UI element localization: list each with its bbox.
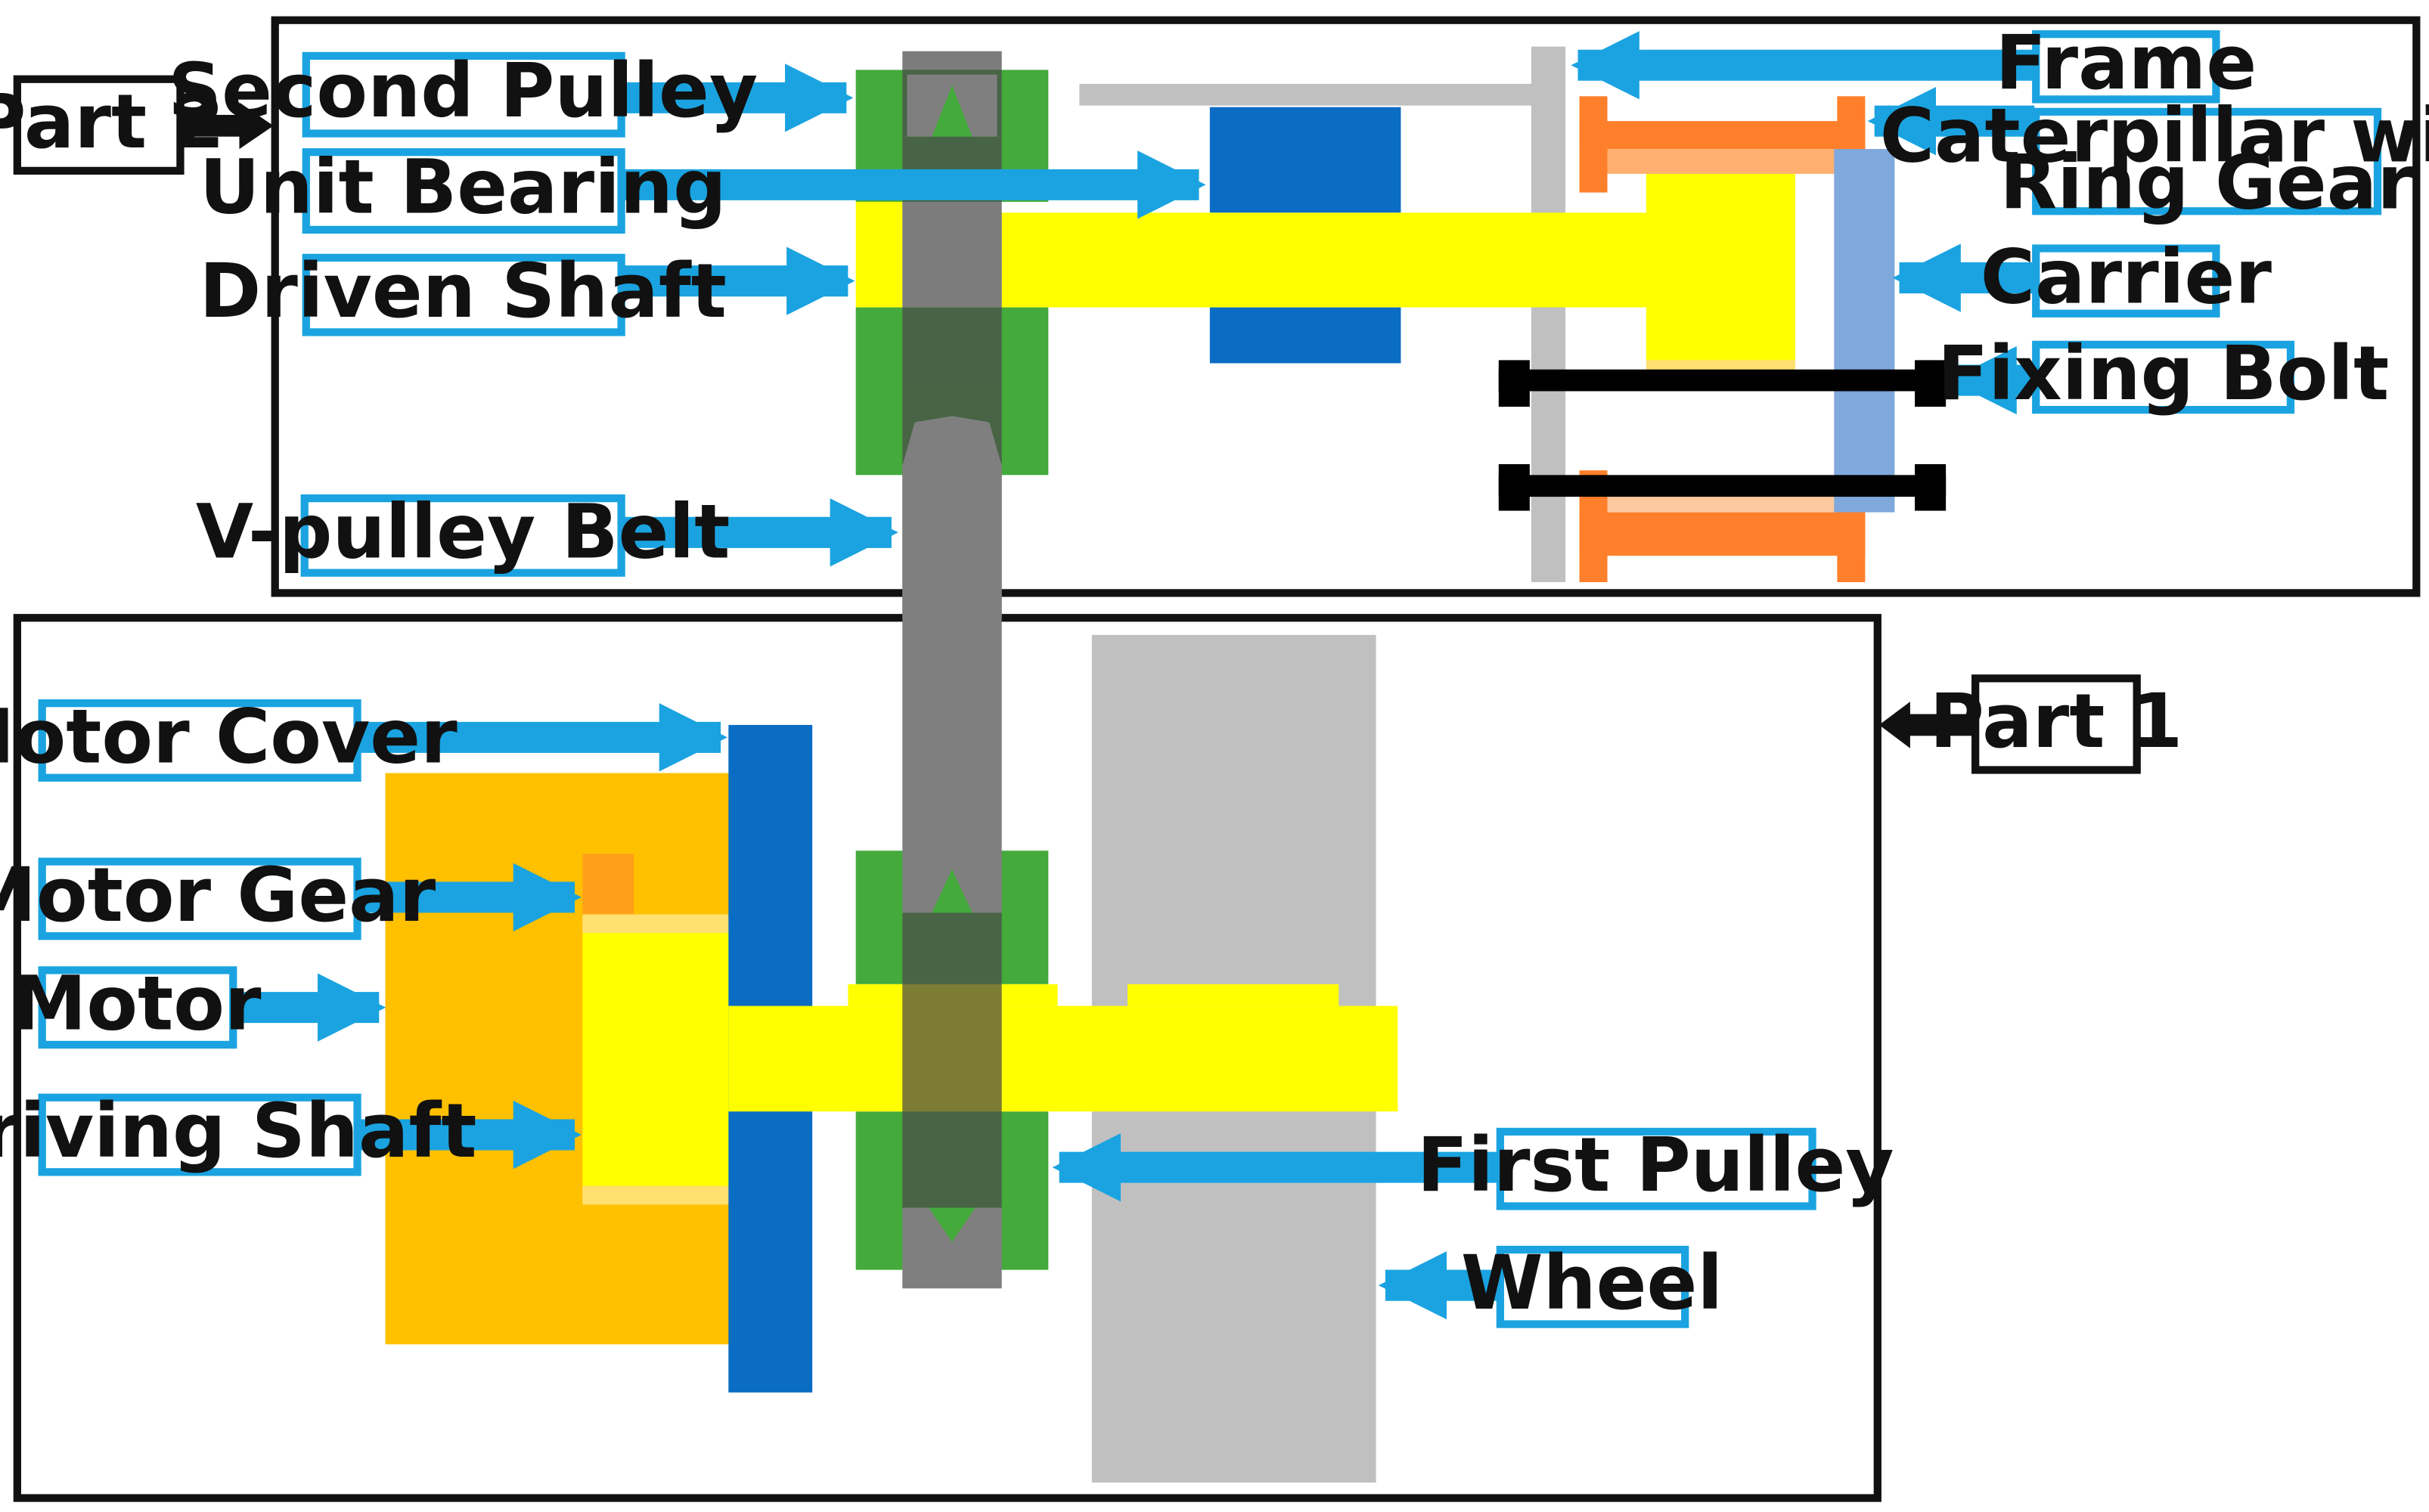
- unit-bearing-top: [1209, 107, 1401, 213]
- driven-shaft-left: [855, 201, 903, 308]
- fixing-bolt-label: Fixing Bolt: [1937, 331, 2389, 417]
- part2-label: Part 2: [0, 75, 225, 175]
- svg-text:Ring Gear: Ring Gear: [1999, 140, 2414, 226]
- svg-text:Frame: Frame: [1996, 20, 2257, 107]
- svg-text:First Pulley: First Pulley: [1417, 1123, 1894, 1209]
- motor-label: Motor: [12, 962, 262, 1049]
- fixing-bolt-lower-head-left: [1498, 463, 1530, 511]
- v-pulley-belt-label: V-pulley Belt: [196, 489, 730, 577]
- wheel-label: Wheel: [1461, 1241, 1723, 1328]
- belt-lower-overlap: [902, 912, 1002, 1208]
- caterpillar-top-inner: [1607, 149, 1838, 174]
- caterpillar-top-band: [1579, 121, 1866, 150]
- svg-text:Fixing Bolt: Fixing Bolt: [1937, 331, 2389, 417]
- fixing-bolt-upper-head-right: [1915, 360, 1947, 407]
- belt-span: [902, 466, 1002, 854]
- carrier-plate: [1834, 149, 1895, 513]
- svg-text:Motor: Motor: [12, 962, 262, 1048]
- svg-text:V-pulley Belt: V-pulley Belt: [196, 489, 730, 575]
- driving-shaft-inner: [582, 933, 731, 1186]
- unit-bearing-bottom: [1209, 307, 1401, 364]
- second-pulley-label: Second Pulley: [168, 48, 758, 138]
- motor-gear: [582, 854, 634, 915]
- svg-text:Motor Cover: Motor Cover: [0, 694, 458, 780]
- motor-gear-shade: [582, 914, 731, 934]
- svg-text:Carrier: Carrier: [1981, 235, 2272, 321]
- part2-arrow: [180, 102, 274, 150]
- carrier-label: Carrier: [1981, 235, 2272, 321]
- driving-shaft-inner-shade: [582, 1185, 731, 1205]
- frame-top-bar: [1079, 83, 1546, 106]
- svg-text:Part 1: Part 1: [1930, 679, 2183, 765]
- svg-text:Driven Shaft: Driven Shaft: [199, 249, 726, 335]
- part1-arrow: [1878, 702, 1976, 748]
- driven-shaft-flange: [1646, 173, 1795, 361]
- motor-gear-label: Motor Gear: [0, 853, 436, 940]
- driven-shaft-label: Driven Shaft: [199, 249, 727, 336]
- caterpillar-bottom-band: [1579, 512, 1866, 556]
- svg-text:Unit Bearing: Unit Bearing: [200, 144, 727, 231]
- driven-shaft-main: [1001, 212, 1655, 308]
- first-pulley-label: First Pulley: [1417, 1123, 1894, 1210]
- belt-bottom-loop: [902, 1207, 1002, 1289]
- frame-label: Frame: [1996, 20, 2257, 107]
- belt-lower-loop: [902, 850, 1002, 913]
- part1-label: Part 1: [1930, 674, 2183, 774]
- driving-shaft-main: [728, 1005, 1398, 1112]
- part2-frame: [271, 16, 2421, 597]
- svg-text:Caterpillar with: Caterpillar with: [1880, 94, 2429, 180]
- belt-upper-loop: [907, 74, 997, 137]
- fixing-bolt-upper: [1498, 369, 1947, 392]
- motor-cover-label: Motor Cover: [0, 694, 458, 782]
- svg-text:Driving Shaft: Driving Shaft: [0, 1089, 476, 1175]
- unit-bearing-label: Unit Bearing: [200, 144, 727, 234]
- fixing-bolt-lower: [1498, 475, 1947, 497]
- frame-vertical: [1531, 46, 1566, 583]
- caterpillar-top-left: [1579, 96, 1608, 193]
- driving-shaft-label: Driving Shaft: [0, 1089, 476, 1176]
- fixing-bolt-upper-head-left: [1498, 360, 1530, 407]
- svg-text:Wheel: Wheel: [1461, 1241, 1723, 1327]
- driving-shaft-wheel-hub: [1128, 984, 1339, 1006]
- fixing-bolt-lower-head-right: [1915, 463, 1947, 511]
- caterpillar-label: Caterpillar with Ring Gear: [1880, 94, 2429, 227]
- svg-text:Second Pulley: Second Pulley: [168, 48, 758, 135]
- svg-text:Part 2: Part 2: [0, 79, 225, 166]
- svg-text:Motor Gear: Motor Gear: [0, 853, 436, 939]
